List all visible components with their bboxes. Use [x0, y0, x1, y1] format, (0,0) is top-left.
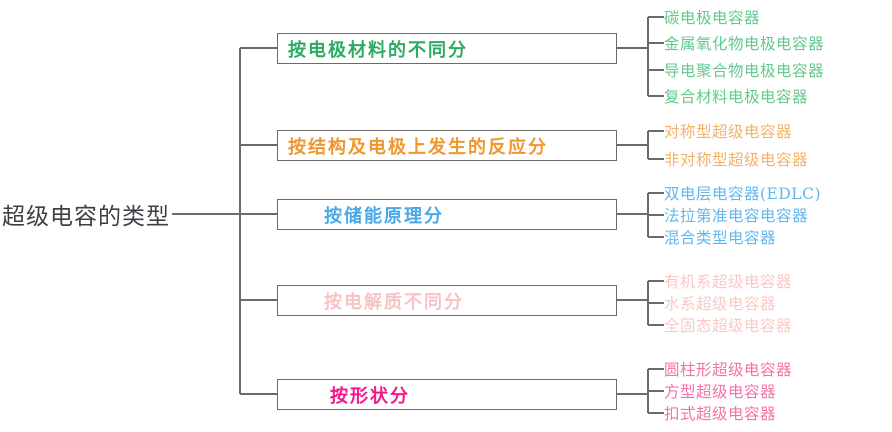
category-box-electrode-material[interactable]: 按电极材料的不同分 [277, 33, 617, 64]
category-label-4: 按电解质不同分 [324, 291, 464, 313]
leaf-item[interactable]: 导电聚合物电极电容器 [664, 62, 825, 80]
leaf-item[interactable]: 金属氧化物电极电容器 [664, 35, 825, 53]
leaf-item[interactable]: 水系超级电容器 [664, 295, 777, 313]
category-label-5: 按形状分 [330, 385, 410, 407]
leaf-item[interactable]: 混合类型电容器 [664, 229, 777, 247]
leaf-item[interactable]: 双电层电容器(EDLC) [664, 185, 821, 203]
leaf-item[interactable]: 有机系超级电容器 [664, 273, 793, 291]
root-label: 超级电容的类型 [2, 204, 170, 230]
leaf-item[interactable]: 非对称型超级电容器 [664, 151, 809, 169]
category-box-structure-reaction[interactable]: 按结构及电极上发生的反应分 [277, 130, 617, 161]
category-box-electrolyte[interactable]: 按电解质不同分 [277, 285, 617, 316]
leaf-item[interactable]: 碳电极电容器 [664, 9, 761, 27]
leaf-item[interactable]: 法拉第准电容电容器 [664, 207, 809, 225]
leaf-item[interactable]: 扣式超级电容器 [664, 405, 777, 423]
category-label-2: 按结构及电极上发生的反应分 [288, 136, 548, 158]
category-box-energy-storage-principle[interactable]: 按储能原理分 [277, 199, 617, 230]
leaf-item[interactable]: 全固态超级电容器 [664, 317, 793, 335]
leaf-item[interactable]: 对称型超级电容器 [664, 123, 793, 141]
category-box-shape[interactable]: 按形状分 [277, 379, 617, 410]
leaf-item[interactable]: 方型超级电容器 [664, 383, 777, 401]
leaf-item[interactable]: 复合材料电极电容器 [664, 88, 809, 106]
category-label-1: 按电极材料的不同分 [288, 39, 468, 61]
leaf-item[interactable]: 圆柱形超级电容器 [664, 361, 793, 379]
category-label-3: 按储能原理分 [324, 205, 444, 227]
